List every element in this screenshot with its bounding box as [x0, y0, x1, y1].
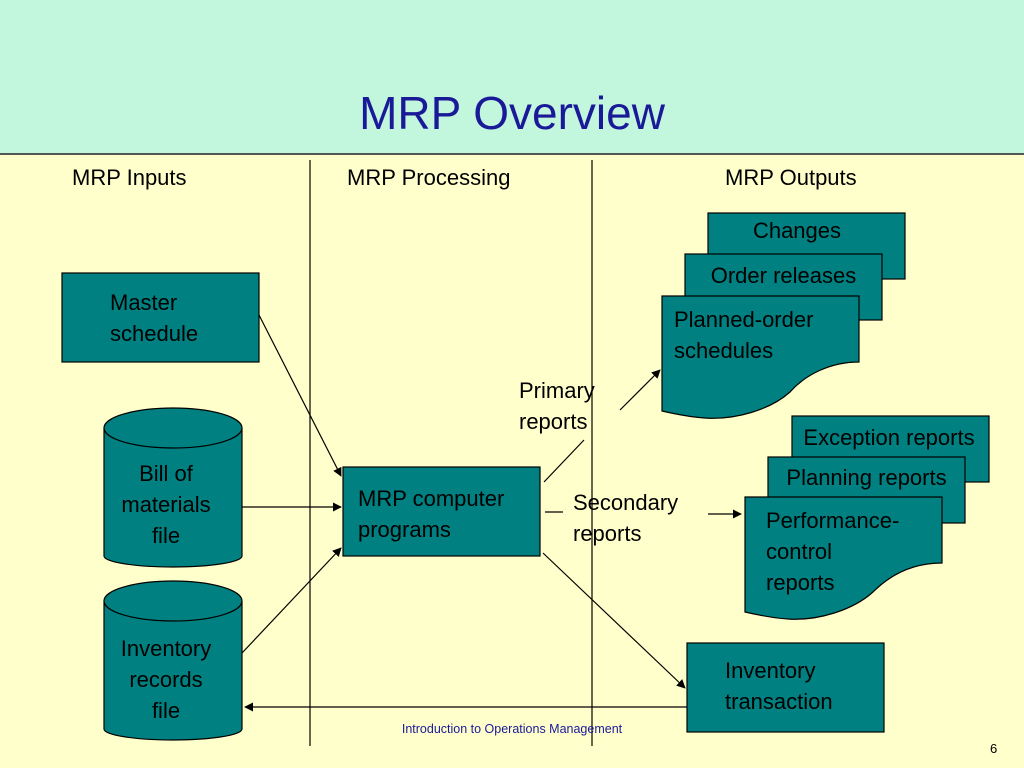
master-schedule-box [61, 272, 260, 363]
planned-order-document [661, 295, 860, 419]
planning-report-label: Planning reports [786, 465, 947, 490]
master-schedule-label: Master schedule [110, 290, 199, 346]
arrow-inventory-to-mrp [241, 547, 342, 654]
inventory-records-cylinder [103, 580, 243, 741]
performance-control-document [744, 496, 943, 620]
bill-of-materials-cylinder [103, 407, 243, 568]
page-number: 6 [990, 741, 998, 756]
inventory-transaction-label: Inventory transaction [725, 658, 833, 714]
mrp-programs-label: MRP computer programs [358, 486, 505, 542]
column-header-processing: MRP Processing [347, 165, 511, 190]
inventory-records-label: Inventory records file [120, 636, 212, 723]
arrow-mrp-to-transaction [542, 552, 686, 689]
footer-text: Introduction to Operations Management [401, 722, 623, 736]
column-header-inputs: MRP Inputs [72, 165, 187, 190]
planned-order-label: Planned-order schedules [674, 307, 814, 363]
slide-title: MRP Overview [359, 87, 665, 139]
secondary-reports-label: Secondary reports [573, 490, 679, 546]
line-mrp-to-primary [543, 439, 585, 483]
bill-of-materials-label: Bill of materials file [121, 461, 211, 548]
title-band [0, 0, 1024, 153]
order-releases-label: Order releases [710, 263, 857, 288]
primary-reports-label: Primary reports [519, 378, 595, 434]
inventory-transaction-box [686, 642, 885, 733]
performance-control-label: Performance- control reports [766, 508, 900, 595]
title-divider [0, 153, 1024, 155]
arrow-master-to-mrp [258, 314, 342, 477]
exception-report-label: Exception reports [803, 425, 975, 450]
column-header-outputs: MRP Outputs [725, 165, 857, 190]
arrow-primary-to-planned [619, 369, 661, 411]
changes-report-label: Changes [752, 218, 842, 243]
mrp-programs-box [342, 466, 541, 557]
